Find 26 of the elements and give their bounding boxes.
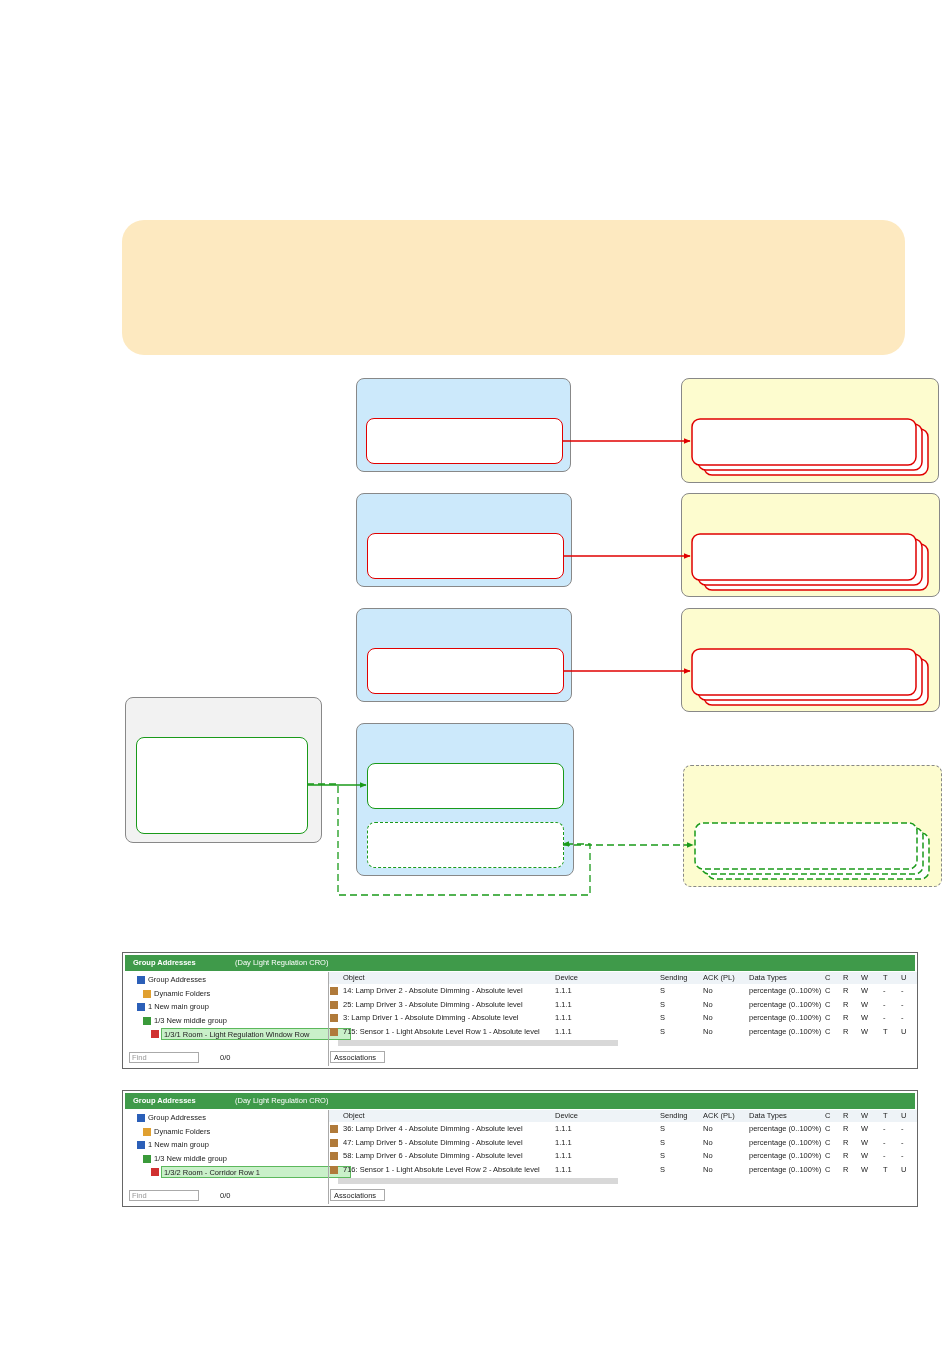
object-box bbox=[367, 763, 564, 809]
group-box bbox=[681, 608, 940, 712]
object-box bbox=[366, 418, 563, 464]
group-box bbox=[681, 378, 939, 483]
group-box bbox=[356, 608, 572, 702]
object-stack bbox=[691, 648, 929, 706]
group-box bbox=[356, 378, 571, 472]
group-box bbox=[356, 723, 574, 876]
arrow bbox=[562, 553, 691, 559]
object-stack bbox=[691, 533, 929, 591]
object-box bbox=[367, 822, 564, 868]
arrow bbox=[562, 668, 691, 674]
group-box bbox=[356, 493, 572, 587]
group-box bbox=[125, 697, 322, 843]
arrow bbox=[306, 783, 591, 896]
object-box bbox=[367, 648, 564, 694]
object-box bbox=[367, 533, 564, 579]
arrow bbox=[562, 842, 694, 848]
group-box bbox=[681, 493, 940, 597]
banner-band bbox=[122, 220, 905, 355]
object-stack bbox=[694, 822, 930, 880]
object-stack bbox=[691, 418, 929, 476]
object-box bbox=[136, 737, 308, 834]
group-box bbox=[683, 765, 942, 887]
arrow bbox=[306, 782, 367, 788]
arrow bbox=[561, 438, 691, 444]
